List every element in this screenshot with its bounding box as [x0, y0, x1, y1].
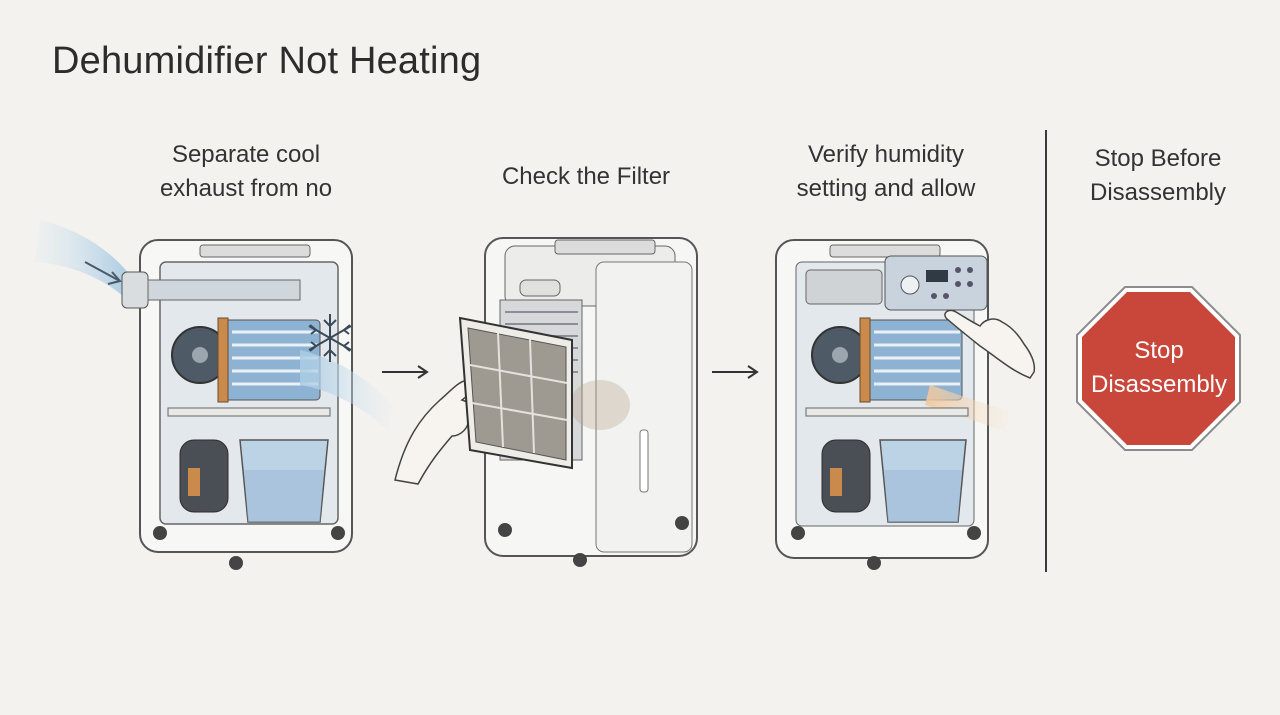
dehumidifier-cutaway-1: [35, 220, 392, 570]
dehumidifier-control-unit: [775, 239, 1010, 570]
arrow-right-icon: [712, 365, 759, 379]
intake-airflow: [35, 220, 130, 300]
dehumidifier-filter-unit: [458, 237, 698, 567]
step-1-caption: Separate cool exhaust from no: [159, 141, 333, 202]
step-3-caption: Verify humidity setting and allow: [796, 141, 976, 202]
compressor: [821, 439, 871, 513]
page-title: Dehumidifier Not Heating: [52, 40, 482, 82]
compressor: [179, 439, 229, 513]
control-panel: [884, 255, 988, 311]
arrow-right-icon: [382, 365, 429, 379]
hand-icon: [944, 309, 1036, 379]
section-divider: [1045, 130, 1047, 572]
step-4-caption: Stop Before Disassembly: [1089, 145, 1227, 206]
step-2-caption: Check the Filter: [501, 163, 671, 190]
hand-icon: [394, 379, 475, 485]
air-filter-panel: [458, 316, 573, 470]
evaporator-coil: [859, 317, 963, 403]
airflow-arrow-icon: [84, 261, 119, 281]
stop-sign-icon: [1076, 286, 1241, 451]
stop-sign-label: Stop Disassembly: [1090, 337, 1228, 398]
cool-exhaust-airflow: [300, 350, 392, 430]
snowflake-icon: [308, 314, 352, 362]
